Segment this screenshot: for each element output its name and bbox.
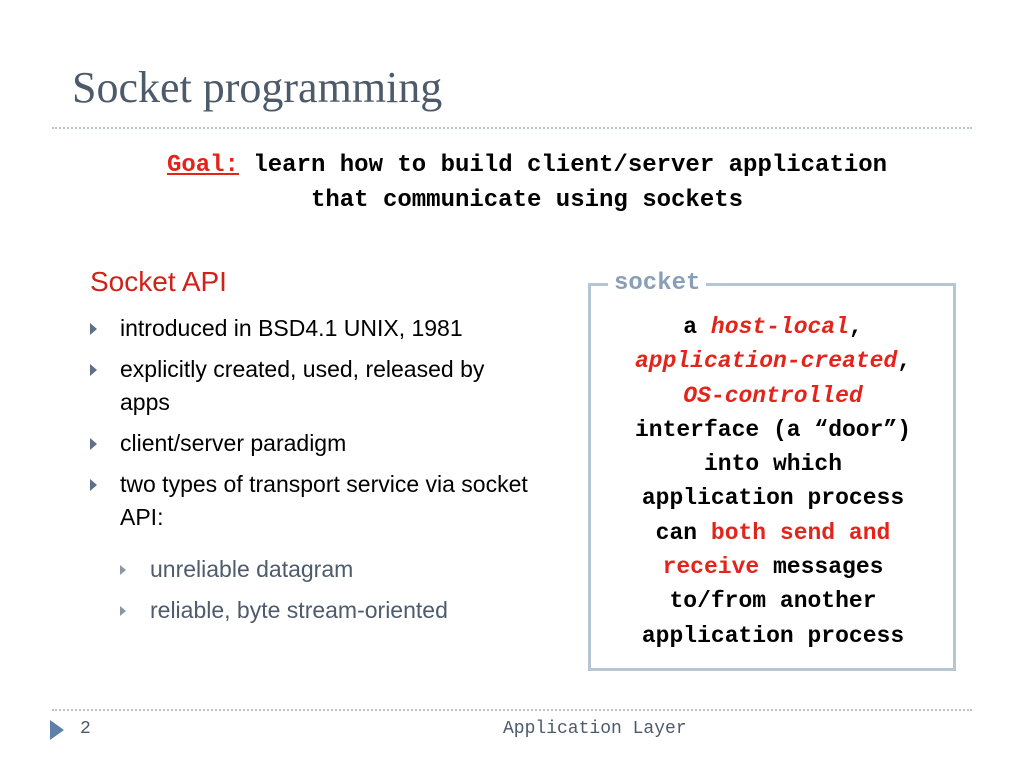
triangle-bullet-icon	[90, 323, 97, 335]
page-number: 2	[80, 719, 91, 739]
triangle-bullet-icon	[90, 364, 97, 376]
bullet-item: two types of transport service via socke…	[88, 468, 528, 534]
bullet-item: client/server paradigm	[88, 427, 528, 460]
goal-text-2: that communicate using sockets	[310, 187, 744, 214]
socket-definition-box	[588, 283, 956, 671]
bullet-item: explicitly created, used, released by ap…	[88, 353, 528, 419]
sub-bullet-list: unreliable datagram reliable, byte strea…	[118, 553, 538, 635]
socket-box-label: socket	[608, 270, 707, 297]
goal-label: Goal:	[166, 152, 239, 179]
section-title: Socket API	[90, 266, 227, 297]
triangle-bullet-icon	[90, 438, 97, 450]
app-created-highlight: application-created	[634, 348, 898, 375]
receive-highlight: receive	[662, 554, 760, 581]
os-controlled-highlight: OS-controlled	[683, 382, 863, 409]
both-send-highlight: both send and	[710, 519, 891, 546]
footer-text: Application Layer	[503, 719, 687, 739]
goal-text-1: learn how to build client/server applica…	[253, 152, 888, 179]
goal-statement: Goal: learn how to build client/server a…	[60, 148, 994, 218]
triangle-bullet-icon	[120, 606, 126, 616]
bullet-item: introduced in BSD4.1 UNIX, 1981	[88, 312, 528, 345]
sub-bullet-item: unreliable datagram	[118, 553, 538, 586]
triangle-bullet-icon	[90, 479, 97, 491]
socket-definition-text: a host-local, application-created, OS-co…	[634, 314, 912, 649]
top-divider	[52, 127, 972, 129]
bullet-list: introduced in BSD4.1 UNIX, 1981 explicit…	[88, 312, 528, 542]
slide-title: Socket programming	[72, 63, 443, 112]
footer-arrow-icon	[50, 720, 64, 740]
sub-bullet-item: reliable, byte stream-oriented	[118, 594, 538, 627]
triangle-bullet-icon	[120, 565, 126, 575]
goal-line-1: Goal: learn how to build client/server a…	[60, 148, 994, 183]
bottom-divider	[52, 709, 972, 711]
host-local-highlight: host-local	[710, 314, 849, 340]
